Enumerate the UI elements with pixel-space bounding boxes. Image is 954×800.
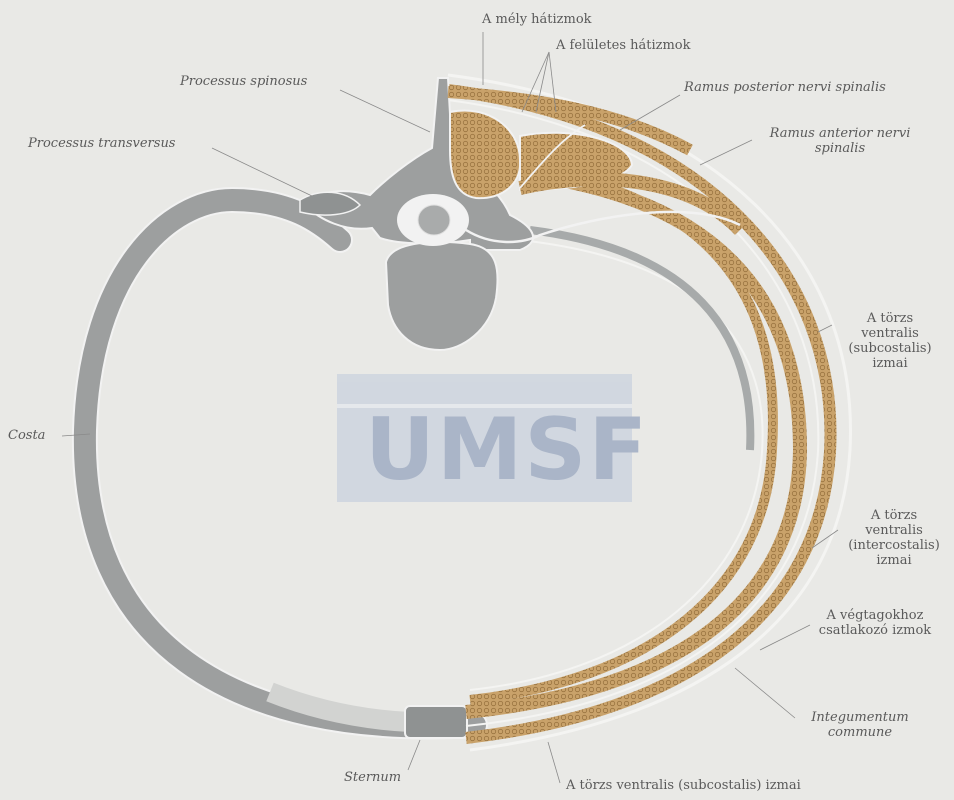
- label-feluletes-hatizmok: A felületes hátizmok: [556, 38, 691, 53]
- label-ramus-anterior: Ramus anterior nervi spinalis: [755, 126, 925, 156]
- watermark-text: UMSF: [365, 402, 649, 498]
- label-subcostalis: A törzs ventralis (subcostalis) izmai: [836, 311, 944, 371]
- label-costa: Costa: [8, 428, 45, 443]
- label-intercostalis-line2: ventralis: [836, 523, 952, 538]
- label-intercostalis: A törzs ventralis (intercostalis) izmai: [836, 508, 952, 568]
- label-integumentum-line1: Integumentum: [790, 710, 930, 725]
- label-mely-hatizmok: A mély hátizmok: [482, 12, 592, 27]
- sternum-bone: [405, 706, 467, 738]
- label-integumentum: Integumentum commune: [790, 710, 930, 740]
- label-ramus-posterior: Ramus posterior nervi spinalis: [684, 80, 886, 95]
- label-sternum: Sternum: [344, 770, 401, 785]
- label-subcostalis-line4: izmai: [836, 356, 944, 371]
- label-subcostalis-line2: ventralis: [836, 326, 944, 341]
- label-integumentum-line2: commune: [790, 725, 930, 740]
- label-vegtagokhoz: A végtagokhoz csatlakozó izmok: [800, 608, 950, 638]
- label-ramus-anterior-line2: spinalis: [755, 141, 925, 156]
- label-vegtagokhoz-line1: A végtagokhoz: [800, 608, 950, 623]
- spinal-cord: [418, 205, 450, 235]
- label-intercostalis-line3: (intercostalis): [836, 538, 952, 553]
- label-ramus-anterior-line1: Ramus anterior nervi: [755, 126, 925, 141]
- label-intercostalis-line1: A törzs: [836, 508, 952, 523]
- label-processus-transversus: Processus transversus: [28, 136, 175, 151]
- label-processus-spinosus: Processus spinosus: [180, 74, 307, 89]
- label-subcostalis-bottom: A törzs ventralis (subcostalis) izmai: [566, 778, 801, 793]
- label-intercostalis-line4: izmai: [836, 553, 952, 568]
- label-subcostalis-line1: A törzs: [836, 311, 944, 326]
- label-subcostalis-line3: (subcostalis): [836, 341, 944, 356]
- label-vegtagokhoz-line2: csatlakozó izmok: [800, 623, 950, 638]
- vertebral-body: [386, 242, 498, 350]
- deep-back-muscles: [450, 111, 520, 199]
